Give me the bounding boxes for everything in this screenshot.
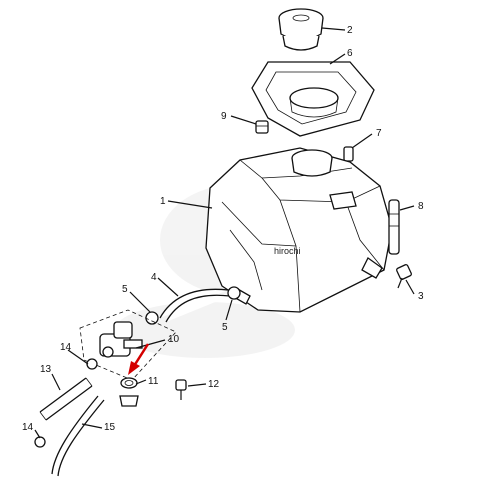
callout-10: 10	[168, 334, 180, 345]
callout-5-lower: 5	[222, 322, 228, 333]
hose-clip-upper	[227, 286, 241, 300]
callout-6: 6	[347, 48, 353, 59]
callout-11: 11	[148, 376, 159, 387]
callout-9: 9	[221, 111, 227, 122]
watermark-text: hirochi	[274, 246, 301, 256]
fuel-tank	[205, 147, 393, 313]
callout-4: 4	[151, 272, 157, 283]
o-ring	[120, 377, 138, 389]
fuel-hose-15	[51, 395, 105, 477]
fuel-hose-13	[39, 377, 93, 421]
bolt-3	[396, 264, 412, 289]
fuel-hose	[159, 288, 231, 323]
fuel-cock	[79, 309, 177, 381]
highlight-arrow	[128, 343, 150, 375]
vent-hose	[388, 199, 400, 255]
screw-12	[175, 379, 187, 400]
hose-clip-14-lower	[34, 436, 46, 448]
callout-1: 1	[160, 196, 166, 207]
hose-clip-lower	[145, 311, 159, 325]
damper	[343, 146, 354, 162]
callout-2: 2	[347, 25, 353, 36]
strainer-cup	[119, 395, 139, 407]
callout-7: 7	[376, 128, 382, 139]
callout-14-upper: 14	[60, 342, 72, 353]
fuel-cap	[278, 8, 324, 51]
callout-5-upper: 5	[122, 284, 128, 295]
callout-8: 8	[418, 201, 424, 212]
leader-lines	[34, 27, 415, 439]
callout-13: 13	[40, 364, 52, 375]
callout-15: 15	[104, 422, 116, 433]
callout-14-lower: 14	[22, 422, 34, 433]
callout-12: 12	[208, 379, 220, 390]
cap-bezel	[251, 61, 375, 137]
callout-3: 3	[418, 291, 424, 302]
hose-clip-14-upper	[86, 358, 98, 370]
grommet	[255, 120, 269, 134]
